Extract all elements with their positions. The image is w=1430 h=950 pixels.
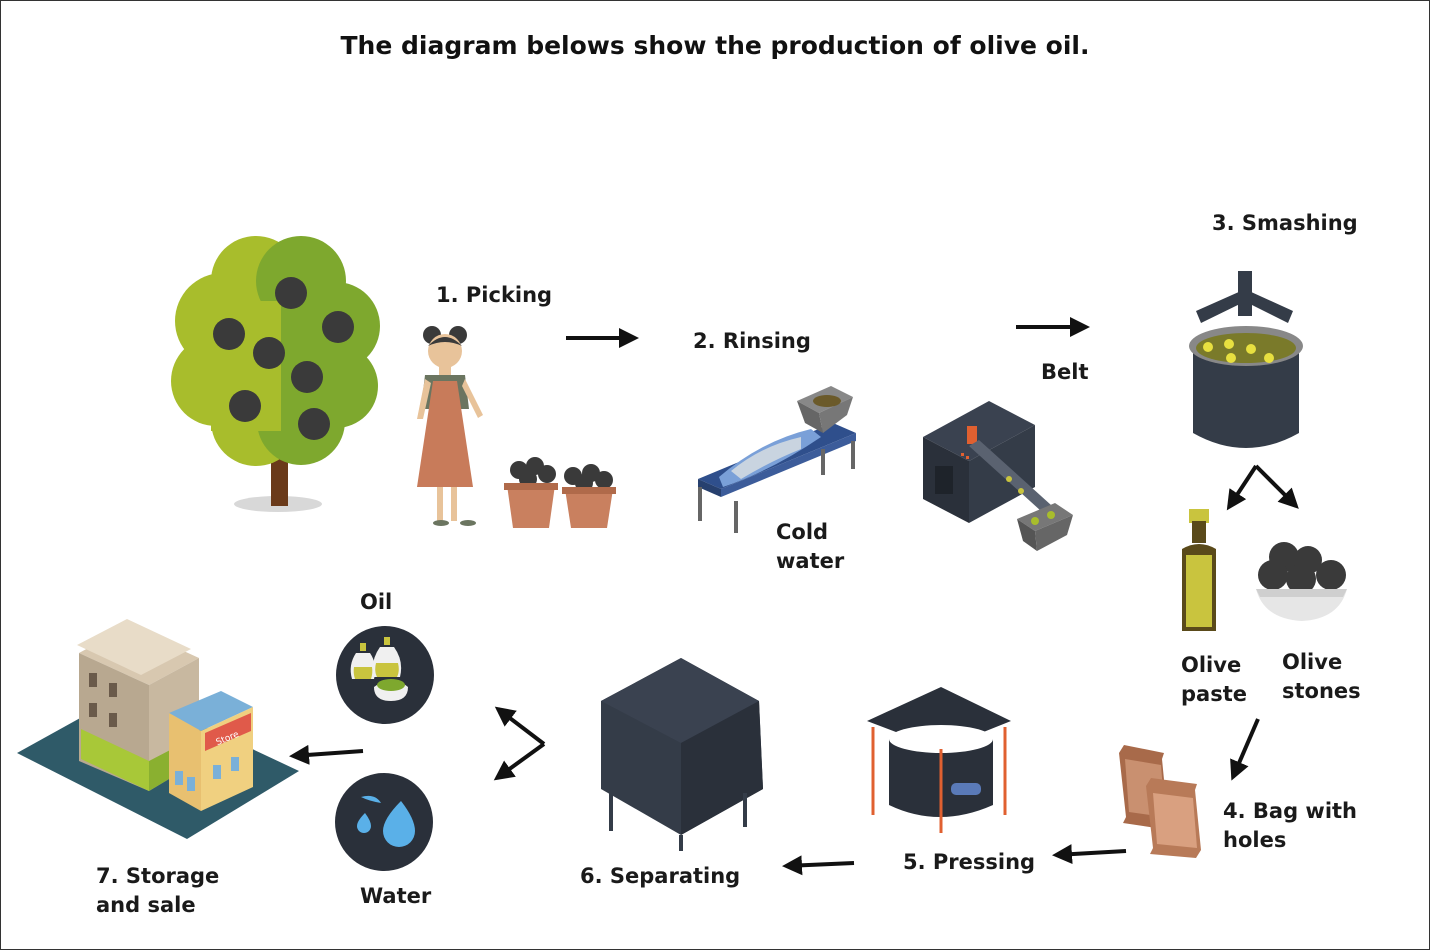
olive-bowl-icon [1256, 542, 1347, 621]
label-smashing: 3. Smashing [1212, 211, 1358, 235]
water-circle-icon [335, 773, 433, 871]
separator-tank-icon [601, 658, 763, 851]
flow-arrows [289, 317, 1299, 876]
olive-tree-icon [171, 236, 380, 512]
label-rinsing: 2. Rinsing [693, 329, 811, 353]
label-olive-stones: Olive stones [1282, 650, 1361, 703]
sack-icon [1119, 745, 1201, 858]
smashing-pot-icon [1189, 271, 1303, 448]
farmer-icon [417, 326, 483, 526]
label-separating: 6. Separating [580, 864, 741, 888]
oil-bottle-icon [1182, 509, 1216, 631]
label-pressing: 5. Pressing [903, 850, 1036, 874]
label-water: Water [360, 884, 432, 908]
belt-machine-icon [923, 401, 1073, 551]
label-picking: 1. Picking [436, 283, 553, 307]
label-bag-with-holes: 4. Bag with holes [1223, 799, 1358, 852]
arrow-to-olive-stones [1254, 464, 1299, 509]
label-olive-paste: Olive paste [1181, 653, 1247, 706]
arrow-to-olive-paste [1226, 464, 1258, 511]
rinsing-table-icon [698, 386, 856, 533]
olive-basket-icon [504, 457, 616, 528]
arrow-to-storage [289, 744, 364, 765]
arrow-to-water [493, 742, 546, 781]
label-oil: Oil [360, 590, 393, 614]
store-building-icon: Store [17, 619, 299, 839]
arrow-to-bag [1230, 718, 1260, 781]
arrow-bag-to-pressing [1052, 844, 1127, 865]
label-storage-and-sale: 7. Storage and sale [96, 864, 220, 917]
label-belt: Belt [1041, 360, 1089, 384]
arrow-to-oil [494, 706, 546, 746]
diagram-title: The diagram belows show the production o… [340, 31, 1090, 60]
oil-circle-icon [336, 626, 434, 724]
press-icon [867, 687, 1011, 833]
arrow-pressing-to-separating [782, 855, 855, 876]
label-cold-water: Cold water [776, 520, 845, 573]
